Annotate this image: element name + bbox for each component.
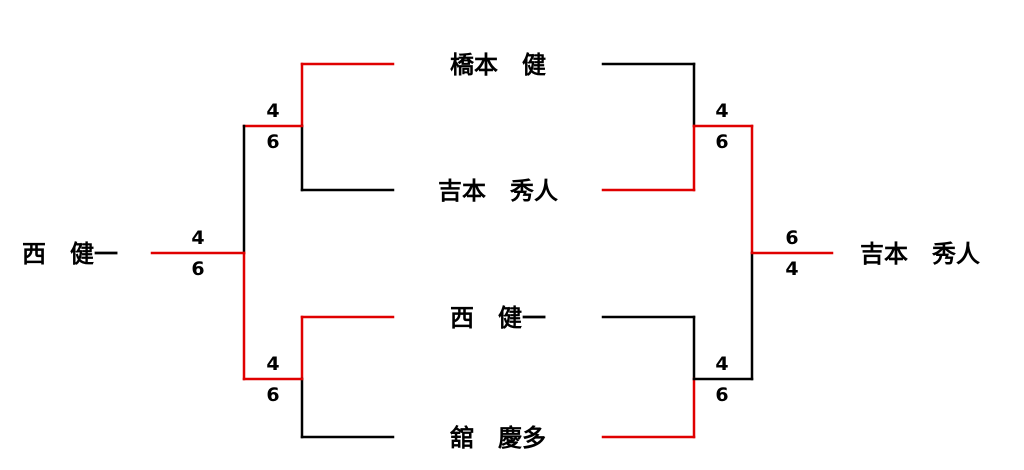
left-bracket-lines — [150, 62, 395, 439]
left-finalist-name: 西 健一 — [22, 240, 118, 268]
score-left-semi-bottom-lower: 6 — [266, 384, 279, 406]
score-right-semi-top-lower: 6 — [715, 131, 728, 153]
player-names: 橋本 健 吉本 秀人 西 健一 舘 慶多 西 健一 吉本 秀人 — [22, 51, 980, 452]
score-left-semi-top-upper: 4 — [266, 100, 279, 122]
score-right-semi-top-upper: 4 — [715, 100, 728, 122]
score-right-final-lower: 4 — [785, 258, 798, 280]
right-finalist-name: 吉本 秀人 — [860, 240, 980, 268]
score-right-semi-bottom-upper: 4 — [715, 353, 728, 375]
score-left-final-lower: 6 — [191, 258, 204, 280]
right-bracket-lines — [601, 62, 834, 439]
score-left-semi-bottom-upper: 4 — [266, 353, 279, 375]
player-name-bottom-1: 西 健一 — [450, 304, 546, 332]
score-left-final-upper: 4 — [191, 227, 204, 249]
score-left-semi-top-lower: 6 — [266, 131, 279, 153]
score-right-semi-bottom-lower: 6 — [715, 384, 728, 406]
player-name-top-2: 吉本 秀人 — [438, 177, 558, 205]
player-name-bottom-2: 舘 慶多 — [449, 424, 546, 452]
score-right-final-upper: 6 — [785, 227, 798, 249]
scores: 4 6 4 6 4 6 4 6 4 6 6 4 — [191, 100, 798, 406]
player-name-top-1: 橋本 健 — [450, 51, 546, 79]
